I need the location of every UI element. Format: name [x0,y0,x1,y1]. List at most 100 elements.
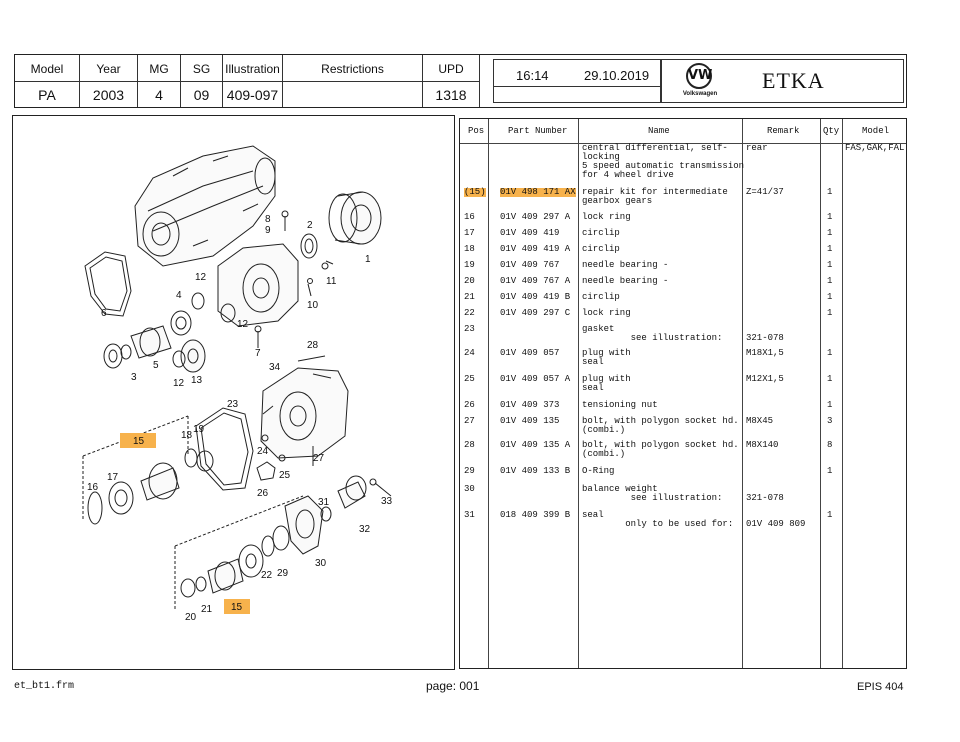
cell-qty: 8 [827,440,833,450]
callout-2: 2 [307,220,313,231]
callout-30: 30 [315,558,327,569]
header-label-illustration: Illustration [225,62,280,76]
cell-name: tensioning nut [582,400,658,410]
cell-part: 01V 409 133 B [500,466,571,476]
header-bar: Model PA Year 2003 MG 4 SG 09 Illustrati… [14,54,907,108]
cell-name: needle bearing - [582,276,669,286]
callout-3: 3 [131,372,137,383]
col-divider [842,119,843,668]
brand-box: VW Volkswagen ETKA [661,59,904,103]
cell-part: 01V 409 767 [500,260,560,270]
header-cell-restrictions: Restrictions [283,55,423,107]
cell-name: bolt, with polygon socket hd. (combi.) [582,440,739,459]
cell-pos: 20 [464,276,475,286]
callout-5: 5 [153,360,159,371]
header-row-divider [15,81,480,82]
header-cell-model: Model PA [15,55,80,107]
cell-name: lock ring [582,212,631,222]
cell-part: 01V 498 171 AX [500,187,576,197]
col-divider [488,119,489,668]
col-header-model: Model [862,126,890,136]
callout-27: 27 [313,453,325,464]
col-header-name: Name [648,126,670,136]
cell-name: repair kit for intermediate gearbox gear… [582,187,728,206]
header-label-sg: SG [192,62,211,76]
header-divider [460,143,906,144]
cell-name: plug with seal [582,374,631,393]
header-value-upd: 1318 [435,87,467,103]
cell-part: 01V 409 419 [500,228,560,238]
col-divider [578,119,579,668]
cell-name: circlip [582,244,620,254]
callout-12a: 12 [195,272,207,283]
cell-name: plug with seal [582,348,631,367]
cell-part: 01V 409 297 A [500,212,571,222]
cell-pos: 27 [464,416,475,426]
header-label-year: Year [96,62,121,76]
cell-remark: rear [746,143,768,153]
callout-4: 4 [176,290,182,301]
timestamp-divider [494,86,660,87]
callout-24: 24 [257,446,269,457]
callout-22: 22 [261,570,273,581]
highlight-15-lower [224,599,250,614]
highlight-15-upper [120,433,156,448]
callout-6: 6 [101,308,107,319]
cell-remark: M12X1,5 [746,374,784,384]
cell-qty: 1 [827,212,833,222]
cell-pos: 22 [464,308,475,318]
cell-model: FAS,GAK,FAL [845,143,905,153]
cell-qty: 1 [827,276,833,286]
callout-32: 32 [359,524,371,535]
header-time: 16:14 [516,68,549,83]
brand-name: Volkswagen [682,91,718,97]
cell-part: 01V 409 057 [500,348,560,358]
callout-10: 10 [307,300,319,311]
header-value-illustration: 409-097 [226,87,279,103]
cell-name: balance weight see illustration: [582,484,723,503]
callout-15a: 15 [133,436,145,447]
cell-qty: 1 [827,400,833,410]
cell-name: seal only to be used for: [582,510,734,529]
header-value-model: PA [38,87,56,103]
callout-33: 33 [381,496,393,507]
callout-11: 11 [326,276,337,287]
cell-part: 01V 409 419 A [500,244,571,254]
callout-19: 19 [193,424,205,435]
cell-part: 018 409 399 B [500,510,571,520]
cell-name: lock ring [582,308,631,318]
cell-qty: 1 [827,228,833,238]
col-divider [820,119,821,668]
col-header-part: Part Number [508,126,568,136]
cell-name: gasket see illustration: [582,324,723,343]
footer-page-number: page: 001 [426,679,480,693]
exploded-view-drawing: 1 2 3 4 5 6 7 8 9 10 11 12 12 12 13 15 1… [82,145,393,623]
cell-pos: 16 [464,212,475,222]
callout-28: 28 [307,340,319,351]
cell-qty: 1 [827,244,833,254]
cell-qty: 1 [827,308,833,318]
cell-pos: 28 [464,440,475,450]
cell-qty: 1 [827,510,833,520]
cell-name: bolt, with polygon socket hd. (combi.) [582,416,739,435]
header-label-restrictions: Restrictions [321,62,384,76]
cell-name: circlip [582,228,620,238]
cell-pos: 19 [464,260,475,270]
cell-qty: 1 [827,466,833,476]
timestamp-box: 16:14 29.10.2019 [493,59,661,103]
header-cell-upd: UPD 1318 [423,55,480,107]
cell-pos: 17 [464,228,475,238]
callout-16: 16 [87,482,99,493]
callout-15b: 15 [231,602,243,613]
col-header-remark: Remark [767,126,800,136]
cell-part: 01V 409 767 A [500,276,571,286]
cell-pos: 31 [464,510,475,520]
cell-remark: M8X45 [746,416,774,426]
col-header-pos: Pos [468,126,485,136]
cell-remark: 01V 409 809 [746,519,806,529]
callout-29: 29 [277,568,289,579]
header-cell-sg: SG 09 [181,55,223,107]
cell-remark: Z=41/37 [746,187,784,197]
callout-26: 26 [257,488,269,499]
header-label-upd: UPD [438,62,464,76]
